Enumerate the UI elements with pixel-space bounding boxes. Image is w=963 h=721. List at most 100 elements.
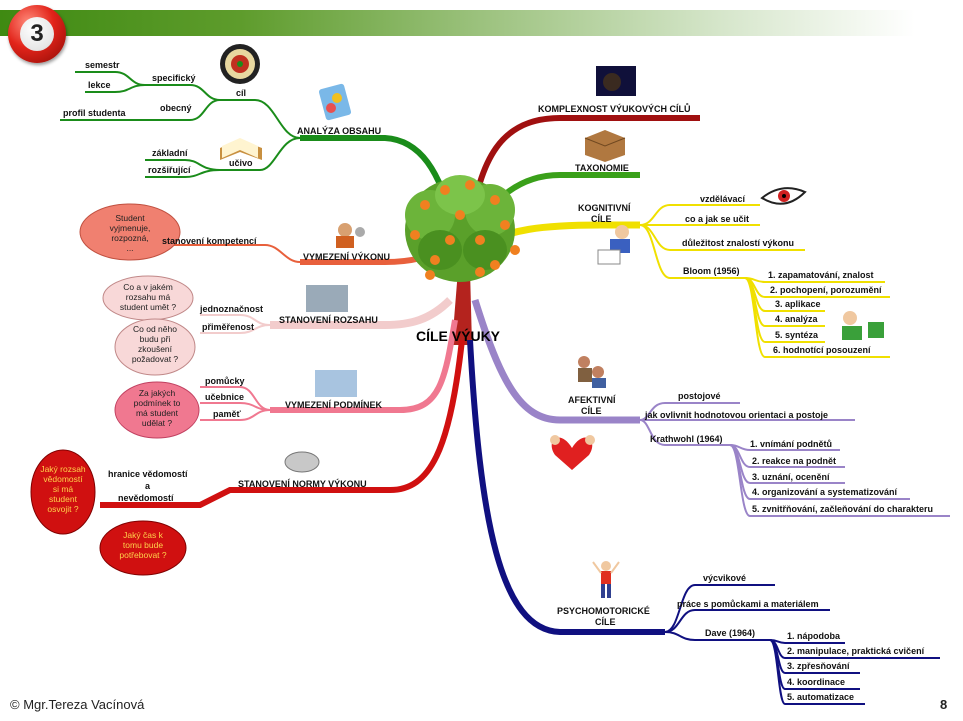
specificky-label: specifický — [152, 73, 196, 83]
bloom-level-4: 4. analýza — [775, 314, 818, 324]
primerenost-label: přiměřenost — [202, 322, 255, 332]
dave-level-2: 2. manipulace, praktická cvičení — [787, 646, 925, 656]
krathwohl-level-4: 4. organizování a systematizování — [752, 487, 898, 497]
heart-icon — [550, 435, 595, 470]
rozsirujici-label: rozšiřující — [148, 165, 191, 175]
svg-text:vyjmenuje,: vyjmenuje, — [110, 223, 151, 233]
stanoveni-kompetenci-label: stanovení kompetencí — [162, 236, 257, 246]
svg-text:rozpozná,: rozpozná, — [111, 233, 148, 243]
cloud-vykon: Student vyjmenuje, rozpozná, ... — [79, 203, 181, 261]
normy-title: STANOVENÍ NORMY VÝKONU — [238, 479, 367, 489]
tree-trunk — [452, 270, 472, 345]
kognitivni-title-1: KOGNITIVNÍ — [578, 203, 631, 213]
rozsah-title: STANOVENÍ ROZSAHU — [279, 315, 378, 325]
abc-blocks-icon — [318, 83, 352, 121]
bloom-level-3: 3. aplikace — [775, 299, 821, 309]
bloom-level-2: 2. pochopení, porozumění — [770, 285, 882, 295]
svg-text:podmínek to: podmínek to — [134, 398, 181, 408]
athlete-icon — [336, 223, 365, 248]
svg-text:Jaký čas k: Jaký čas k — [123, 530, 163, 540]
svg-text:udělat ?: udělat ? — [142, 418, 173, 428]
kognitivni-title-2: CÍLE — [591, 214, 612, 224]
reading-person-icon — [842, 311, 884, 340]
vykon-title: VYMEZENÍ VÝKONU — [303, 252, 391, 262]
svg-text:požadovat ?: požadovat ? — [132, 354, 179, 364]
svg-text:Co a v jakém: Co a v jakém — [123, 282, 173, 292]
open-book-icon — [220, 138, 262, 160]
krathwohl-level-2: 2. reakce na podnět — [752, 456, 837, 466]
pamet-label: paměť — [213, 409, 241, 419]
cloud-rozsah-2: Co od něho budu při zkoušení požadovat ? — [114, 318, 196, 376]
co-a-jak-label: co a jak se učit — [685, 214, 750, 224]
eye-icon — [760, 187, 807, 205]
writing-person-icon — [597, 225, 630, 265]
svg-text:zkoušení: zkoušení — [138, 344, 173, 354]
jak-ovlivnit-label: jak ovlivnit hodnotovou orientaci a post… — [645, 410, 829, 420]
afektivni-title-1: AFEKTIVNÍ — [568, 395, 616, 405]
profil-label: profil studenta — [63, 108, 126, 118]
tree-icon — [405, 175, 520, 282]
svg-text:si má: si má — [53, 484, 74, 494]
ucebnice-label: učebnice — [205, 392, 245, 402]
svg-text:osvojit ?: osvojit ? — [47, 504, 78, 514]
dave-level-3: 3. zpřesňování — [787, 661, 850, 671]
brain-icon — [284, 451, 320, 473]
podminky-title: VYMEZENÍ PODMÍNEK — [285, 400, 383, 410]
hranice-label-2: a — [145, 481, 151, 491]
dulezitost-label: důležitost znalostí výkonu — [682, 238, 795, 248]
sky-photo-icon — [315, 370, 357, 397]
svg-text:potřebovat ?: potřebovat ? — [119, 550, 167, 560]
vzdelavaci-label: vzdělávací — [700, 194, 746, 204]
zakladni-label: základní — [152, 148, 188, 158]
komplexnost-label: KOMPLEXNOST VÝUKOVÝCH CÍLŮ — [538, 104, 691, 114]
obecny-label: obecný — [160, 103, 192, 113]
krathwohl-level-3: 3. uznání, ocenění — [752, 472, 830, 482]
prace-label: práce s pomůckami a materiálem — [677, 599, 819, 609]
pomucky-label: pomůcky — [205, 376, 245, 386]
svg-text:Jaký rozsah: Jaký rozsah — [40, 464, 86, 474]
cloud-podminky: Za jakých podmínek to má student udělat … — [114, 381, 200, 439]
svg-text:vědomostí: vědomostí — [43, 474, 83, 484]
taxonomie-label: TAXONOMIE — [575, 163, 629, 173]
vycvikove-label: výcvikové — [703, 573, 747, 583]
head-icon — [596, 66, 636, 96]
top-banner — [0, 10, 963, 36]
jednoznacnost-label: jednoznačnost — [200, 304, 264, 314]
svg-text:student umět ?: student umět ? — [120, 302, 177, 312]
psycho-title-2: CÍLE — [595, 617, 616, 627]
krathwohl-label: Krathwohl (1964) — [650, 434, 723, 444]
branch-psychomotoricke — [467, 339, 665, 635]
svg-text:Za jakých: Za jakých — [139, 388, 176, 398]
dartboard-icon — [220, 44, 260, 84]
bloom-level-1: 1. zapamatování, znalost — [768, 270, 874, 280]
group-icon — [578, 356, 606, 388]
analyza-title: ANALÝZA OBSAHU — [297, 126, 382, 136]
dave-level-1: 1. nápodoba — [787, 631, 841, 641]
person-arms-up-icon — [592, 561, 620, 598]
page-number: 8 — [940, 697, 948, 712]
cloud-rozsah-1: Co a v jakém rozsahu má student umět ? — [102, 275, 194, 321]
slide-number: 3 — [20, 17, 54, 51]
svg-text:Co od něho: Co od něho — [133, 324, 177, 334]
dave-level-5: 5. automatizace — [787, 692, 855, 702]
hranice-label-3: nevědomostí — [118, 493, 174, 503]
cil-label: cíl — [236, 88, 247, 98]
branch-podminky — [270, 319, 458, 413]
photo-icon — [306, 285, 348, 312]
postojove-label: postojové — [678, 391, 721, 401]
lekce-label: lekce — [88, 80, 111, 90]
svg-text:rozsahu má: rozsahu má — [126, 292, 171, 302]
branch-rozsah — [270, 297, 453, 329]
dave-label: Dave (1964) — [705, 628, 756, 638]
bloom-label: Bloom (1956) — [683, 266, 740, 276]
svg-text:budu při: budu při — [140, 334, 171, 344]
cloud-normy-1: Jaký rozsah vědomostí si má student osvo… — [30, 449, 96, 535]
semestr-label: semestr — [85, 60, 120, 70]
svg-text:má student: má student — [136, 408, 179, 418]
center-title: CÍLE VÝUKY — [416, 328, 501, 344]
branch-afektivni — [471, 298, 640, 424]
dave-level-4: 4. koordinace — [787, 677, 846, 687]
psycho-title-1: PSYCHOMOTORICKÉ — [557, 606, 650, 616]
cloud-normy-2: Jaký čas k tomu bude potřebovat ? — [99, 520, 187, 576]
ucivo-label: učivo — [229, 158, 253, 168]
